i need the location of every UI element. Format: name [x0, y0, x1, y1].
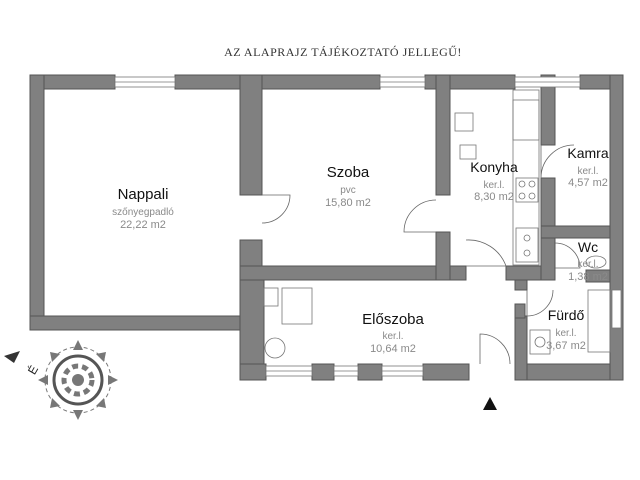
wardrobe — [281, 287, 313, 325]
wall-szoba-bottom — [239, 265, 467, 281]
wall-right — [609, 74, 624, 381]
door-konyha — [465, 239, 507, 267]
wall-konyha-bottom — [505, 265, 545, 281]
room-nappali-label: Nappali szőnyegpadló 22,22 m2 — [112, 186, 174, 231]
room-floor-konyha: ker.l. — [483, 180, 504, 191]
wall-eloszoba-left — [239, 271, 265, 381]
room-wc-label: Wc ker.l. 1,38 m2 — [568, 239, 608, 283]
washbasin — [529, 329, 551, 355]
room-area-nappali: 22,22 m2 — [120, 219, 166, 231]
room-area-furdo: 3,67 m2 — [546, 340, 586, 352]
compass-rose-icon — [38, 340, 118, 420]
room-area-konyha: 8,30 m2 — [474, 191, 514, 203]
wall-bottom-3 — [357, 363, 383, 381]
room-area-wc: 1,38 m2 — [568, 271, 608, 283]
doors — [261, 144, 581, 365]
window-side-right — [611, 289, 622, 329]
cabinet-small — [263, 287, 279, 307]
walls — [29, 74, 624, 381]
door-nappali — [261, 194, 291, 224]
wall-furdo-top — [514, 303, 526, 319]
wall-konyha-kamra-upper — [540, 74, 556, 146]
wall-szoba-konyha-lower — [435, 231, 451, 281]
wall-bottom-4 — [422, 363, 470, 381]
room-area-szoba: 15,80 m2 — [325, 197, 371, 209]
room-floor-szoba: pvc — [340, 185, 356, 196]
room-name-wc: Wc — [578, 239, 598, 255]
entrance-arrow-icon — [483, 397, 497, 410]
kitchen-chair-2 — [459, 144, 477, 160]
room-floor-eloszoba: ker.l. — [382, 331, 403, 342]
door-szoba — [403, 199, 437, 233]
room-kamra-label: Kamra ker.l. 4,57 m2 — [567, 145, 608, 189]
wall-bottom-5 — [514, 363, 624, 381]
door-furdo — [526, 289, 554, 317]
room-konyha-label: Konyha ker.l. 8,30 m2 — [470, 159, 518, 203]
wall-bottom-1 — [239, 363, 267, 381]
wall-furdo-left-lower — [514, 315, 528, 381]
wall-nappali-szoba-upper — [239, 74, 263, 196]
north-arrow-icon — [4, 351, 20, 363]
wall-furdo-left-upper — [514, 279, 528, 291]
room-furdo-label: Fürdő ker.l. 3,67 m2 — [546, 307, 586, 352]
room-szoba-label: Szoba pvc 15,80 m2 — [325, 164, 371, 209]
room-name-furdo: Fürdő — [548, 307, 585, 323]
kitchen-counter — [512, 89, 540, 266]
kitchen-cabinet — [512, 99, 540, 141]
stove — [515, 177, 539, 203]
wall-nappali-bottom — [29, 315, 255, 331]
fixtures — [263, 89, 611, 359]
windows — [114, 76, 622, 377]
wall-bottom-2 — [311, 363, 335, 381]
toilet — [585, 255, 607, 269]
room-area-kamra: 4,57 m2 — [568, 177, 608, 189]
wall-top-mid1 — [174, 74, 381, 90]
wall-szoba-konyha-upper — [435, 74, 451, 196]
room-floor-wc: ker.l. — [577, 259, 598, 270]
kitchen-sink — [515, 227, 539, 263]
room-name-eloszoba: Előszoba — [362, 311, 424, 328]
room-area-eloszoba: 10,64 m2 — [370, 343, 416, 355]
room-name-nappali: Nappali — [118, 186, 169, 203]
room-floor-furdo: ker.l. — [555, 328, 576, 339]
kitchen-chair-1 — [454, 112, 474, 132]
door-wc — [554, 242, 581, 269]
door-entrance — [479, 333, 511, 365]
door-kamra — [540, 144, 575, 179]
room-name-konyha: Konyha — [470, 159, 518, 175]
room-floor-nappali: szőnyegpadló — [112, 207, 174, 218]
plant — [264, 337, 286, 359]
room-floor-kamra: ker.l. — [577, 166, 598, 177]
compass-north-letter: É — [24, 363, 41, 377]
plan-disclaimer-title: AZ ALAPRAJZ TÁJÉKOZTATÓ JELLEGŰ! — [224, 45, 462, 59]
room-name-szoba: Szoba — [327, 164, 370, 181]
room-name-kamra: Kamra — [567, 145, 608, 161]
room-eloszoba-label: Előszoba ker.l. 10,64 m2 — [362, 311, 424, 355]
wall-left — [29, 74, 45, 331]
bathtub — [587, 289, 611, 353]
